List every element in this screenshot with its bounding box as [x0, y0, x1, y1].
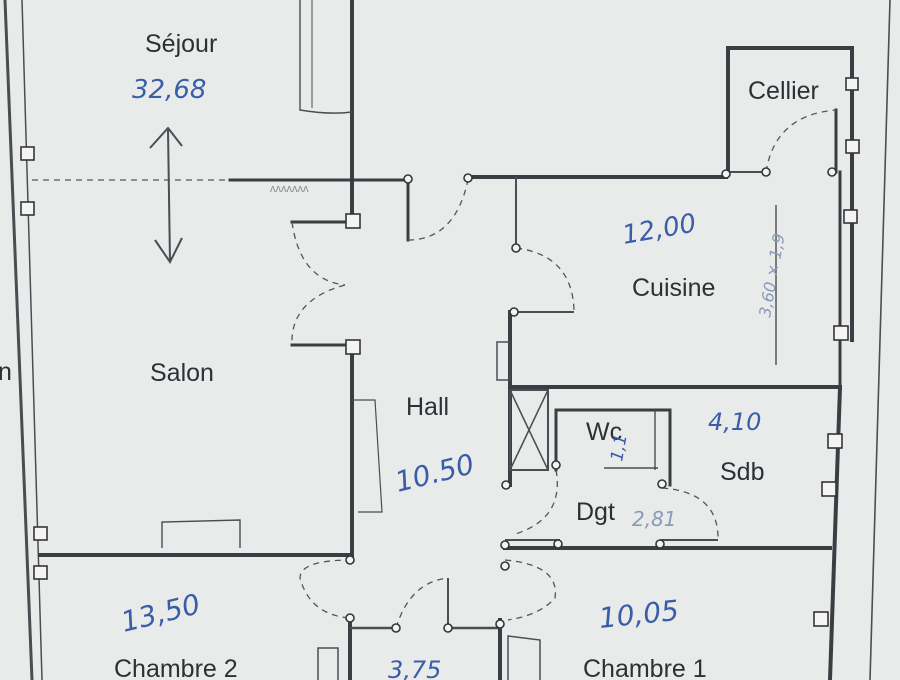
junction-node: [843, 209, 858, 224]
area-middle: 3,75: [388, 656, 441, 680]
junction-node: [20, 146, 35, 161]
area-chambre2: 13,50: [118, 587, 204, 638]
hinge-node: [345, 613, 355, 623]
cellier-door-swing: [765, 109, 837, 173]
hinge-node: [463, 173, 473, 183]
bottom-closet-right: [507, 635, 541, 680]
room-label-chambre2: Chambre 2: [114, 655, 238, 680]
junction-node: [20, 201, 35, 216]
hinge-node: [500, 540, 510, 550]
room-label-cellier: Cellier: [748, 77, 819, 105]
wc-walls: [554, 408, 672, 487]
salon-door-swing-bottom: [291, 284, 346, 346]
middle-door-swing: [395, 577, 449, 629]
cupboard: [509, 389, 549, 471]
area-hall: 10.50: [392, 447, 478, 498]
cupboard-cross-b: [509, 389, 549, 471]
hinge-node: [345, 555, 355, 565]
hinge-node: [509, 307, 519, 317]
hinge-node: [721, 169, 731, 179]
bottom-closet-left: [317, 647, 339, 680]
radiator: [161, 519, 241, 548]
cropped-edge-label: n: [0, 358, 12, 386]
hinge-node: [403, 174, 413, 184]
hinge-node: [657, 479, 667, 489]
hinge-node: [551, 460, 561, 470]
junction-node: [33, 565, 48, 580]
kitchen-scribble: 3,60 × 1,9: [755, 232, 788, 319]
hinge-node: [500, 561, 510, 571]
hall-closet: [352, 399, 383, 513]
sejour-window-frame: [299, 0, 353, 114]
junction-node: [845, 139, 860, 154]
area-wc: 1,1: [607, 433, 631, 463]
left-outer-wall: [3, 0, 34, 680]
junction-node: [845, 77, 859, 91]
right-outer-wall: [869, 0, 891, 680]
hall-window-small: [496, 341, 511, 381]
wc-door-swing: [511, 469, 558, 536]
junction-node: [827, 433, 843, 449]
entry-door-swing: [407, 179, 469, 241]
room-label-chambre1: Chambre 1: [583, 655, 707, 680]
area-sejour: 32,68: [132, 75, 206, 105]
junction-node: [345, 213, 361, 229]
height-arrow-shaft: [167, 129, 171, 263]
sdb-right-wall: [827, 384, 843, 680]
area-sdb: 4,10: [708, 408, 761, 436]
room-label-sejour: Séjour: [145, 30, 217, 58]
sdb-door-swing: [661, 487, 719, 539]
room-label-wc: Wc: [586, 418, 622, 446]
chambre1-door-swing: [504, 559, 557, 621]
salon-door-swing-top: [291, 221, 346, 286]
junction-node: [345, 339, 361, 355]
hinge-node: [655, 539, 665, 549]
height-arrow-bottom-icon: [154, 237, 183, 264]
hinge-node: [391, 623, 401, 633]
hinge-node: [827, 167, 837, 177]
chambre2-door-swing: [299, 559, 353, 619]
hinge-node: [511, 243, 521, 253]
hinge-node: [443, 623, 453, 633]
height-arrow-top-icon: [149, 126, 183, 149]
junction-node: [833, 325, 849, 341]
junction-node: [821, 481, 837, 497]
kitchen-door-swing: [515, 247, 575, 311]
room-label-sdb: Sdb: [720, 458, 764, 486]
junction-node: [813, 611, 829, 627]
junction-node: [33, 526, 48, 541]
room-label-cuisine: Cuisine: [632, 274, 715, 302]
hatch-mark: ʌʌʌʌʌʌʌ: [270, 183, 309, 195]
area-cuisine: 12,00: [620, 208, 699, 250]
room-label-salon: Salon: [150, 359, 214, 387]
room-label-hall: Hall: [406, 393, 449, 421]
hinge-node: [495, 619, 505, 629]
area-dgt: 2,81: [632, 507, 677, 531]
hinge-node: [553, 539, 563, 549]
area-chambre1: 10,05: [597, 594, 680, 635]
room-label-dgt: Dgt: [576, 498, 615, 526]
hinge-node: [501, 480, 511, 490]
hinge-node: [761, 167, 771, 177]
